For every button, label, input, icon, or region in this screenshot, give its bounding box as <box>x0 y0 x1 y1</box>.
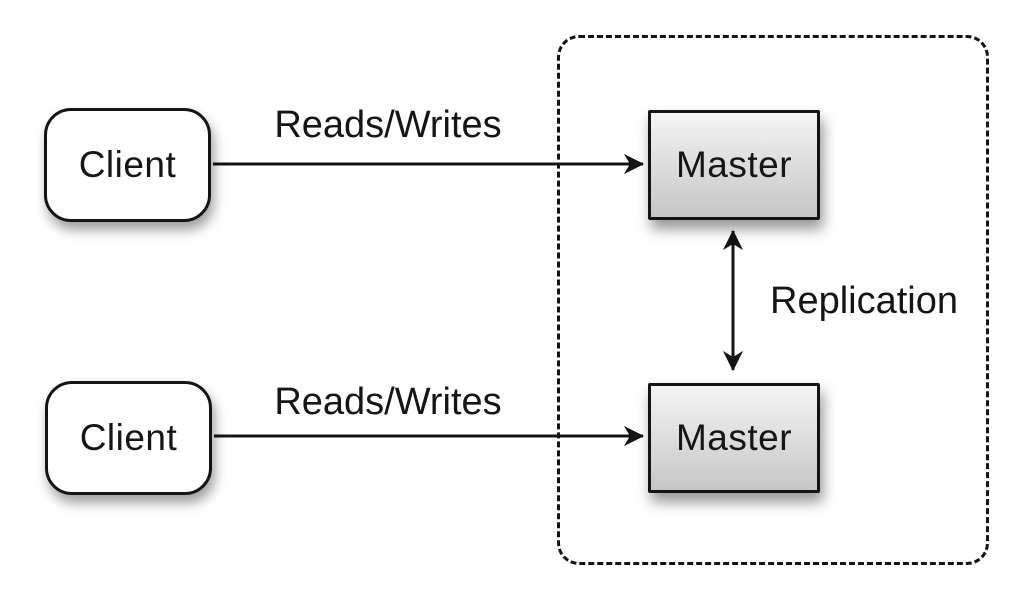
master-box-top: Master <box>648 110 820 220</box>
replication-boundary <box>557 35 989 565</box>
replication-label: Replication <box>770 280 958 322</box>
client-label-bottom: Client <box>79 417 178 458</box>
client-box-bottom: Client <box>45 381 212 495</box>
reads-writes-label-bottom: Reads/Writes <box>274 381 502 423</box>
client-label-top: Client <box>78 144 177 185</box>
master-box-bottom: Master <box>648 383 820 493</box>
master-label-top: Master <box>675 144 793 185</box>
client-box-top: Client <box>44 108 211 222</box>
master-label-bottom: Master <box>675 417 793 458</box>
reads-writes-label-top: Reads/Writes <box>274 104 502 146</box>
